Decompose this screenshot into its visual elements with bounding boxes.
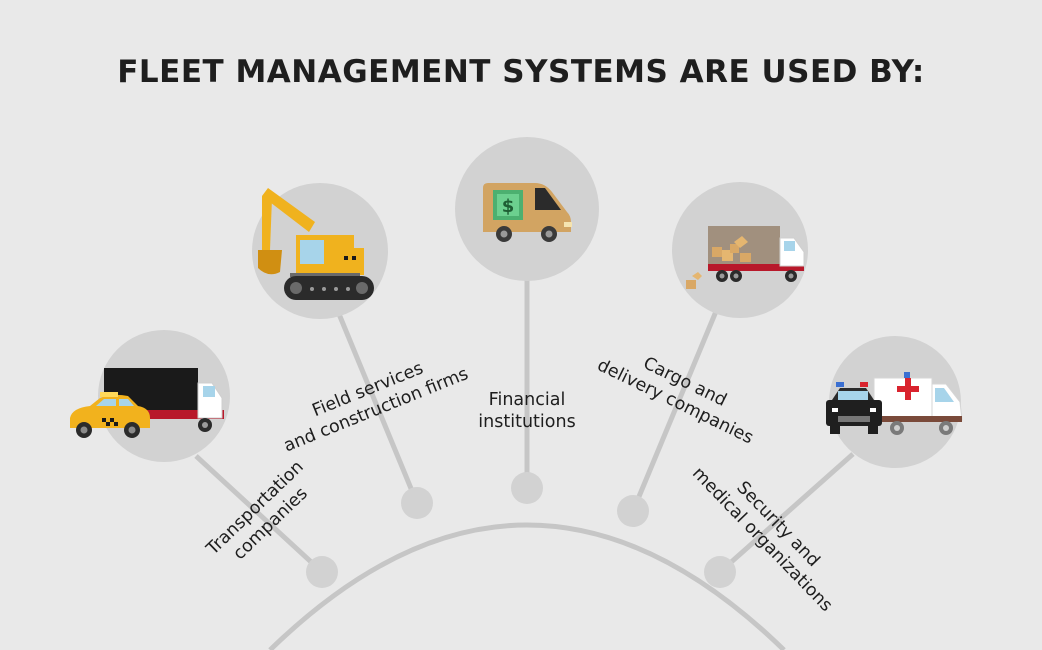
page-title: FLEET MANAGEMENT SYSTEMS ARE USED BY:: [117, 54, 925, 90]
node-field-services: [401, 487, 433, 519]
node-transportation: [306, 556, 338, 588]
connector-transportation: [194, 454, 324, 574]
svg-text:$: $: [502, 196, 515, 217]
node-cargo: [617, 495, 649, 527]
node-security-medical: [704, 556, 736, 588]
node-financial: [511, 472, 543, 504]
label-financial-line1: Financial: [488, 390, 566, 410]
cargo-truck-icon: [686, 226, 805, 289]
taxi-and-truck-icon: [70, 368, 224, 438]
police-car-and-ambulance-icon: [826, 372, 963, 435]
connector-cargo: [630, 308, 720, 512]
label-financial: Financial institutions: [452, 389, 602, 433]
arc-line: [268, 522, 786, 650]
connector-field-services: [336, 313, 420, 504]
connector-security-medical: [718, 452, 855, 574]
label-financial-line2: institutions: [478, 412, 576, 432]
excavator-icon: [258, 188, 374, 300]
cash-van-icon: $: [483, 183, 572, 242]
